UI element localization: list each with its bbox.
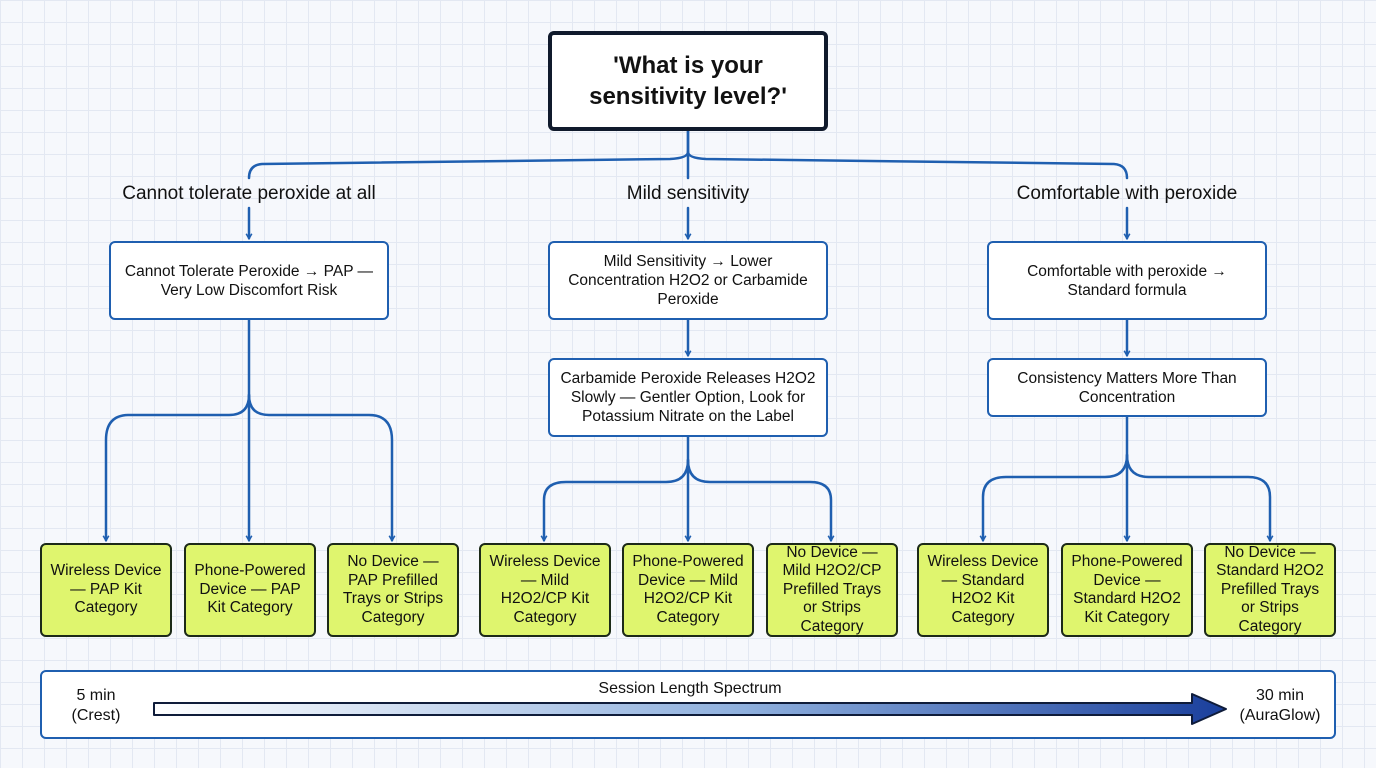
leaf-pap-phone: Phone-Powered Device — PAP Kit Category — [184, 543, 316, 637]
leaf-standard-wireless: Wireless Device — Standard H2O2 Kit Cate… — [917, 543, 1049, 637]
connector-root-branch-3 — [686, 150, 1129, 180]
step-node-text: Carbamide Peroxide Releases H2O2 Slowly … — [560, 370, 816, 425]
leaf-mild-no-device: No Device — Mild H2O2/CP Prefilled Trays… — [766, 543, 898, 637]
leaf-standard-phone: Phone-Powered Device — Standard H2O2 Kit… — [1061, 543, 1193, 637]
leaf-text: No Device — Mild H2O2/CP Prefilled Trays… — [782, 543, 882, 635]
connector-b2-fan-right — [686, 458, 831, 540]
leaf-standard-no-device: No Device — Standard H2O2 Prefilled Tray… — [1204, 543, 1336, 637]
leaf-text: No Device — Standard H2O2 Prefilled Tray… — [1216, 543, 1324, 635]
connector-b3-fan-left — [983, 453, 1129, 540]
spectrum-arrow — [153, 693, 1227, 725]
step-node-carbamide-info: Carbamide Peroxide Releases H2O2 Slowly … — [548, 358, 828, 437]
step-node-text: Consistency Matters More Than Concentrat… — [1017, 369, 1237, 406]
connector-b1-fan-left — [106, 393, 251, 540]
leaf-text: Phone-Powered Device — PAP Kit Category — [194, 562, 306, 617]
connector-b2-fan-left — [544, 458, 690, 540]
leaf-mild-wireless: Wireless Device — Mild H2O2/CP Kit Categ… — [479, 543, 611, 637]
leaf-text: Phone-Powered Device — Standard H2O2 Kit… — [1071, 553, 1183, 626]
branch-label-mild: Mild sensitivity — [626, 183, 750, 204]
connector-b1-fan-right — [247, 393, 392, 540]
step-node-text: Cannot Tolerate Peroxide → PAP — Very Lo… — [124, 262, 374, 299]
step-node-text: Comfortable with peroxide → Standard for… — [1027, 262, 1227, 299]
spectrum-end-value: 30 min — [1255, 687, 1305, 704]
leaf-text: No Device — PAP Prefilled Trays or Strip… — [342, 553, 444, 626]
branch-label-no-peroxide: Cannot tolerate peroxide at all — [122, 183, 376, 204]
spectrum-title: Session Length Spectrum — [598, 680, 782, 697]
step-node-standard-formula: Comfortable with peroxide → Standard for… — [987, 241, 1267, 320]
leaf-mild-phone: Phone-Powered Device — Mild H2O2/CP Kit … — [622, 543, 754, 637]
step-node-pap: Cannot Tolerate Peroxide → PAP — Very Lo… — [109, 241, 389, 320]
root-question-box: 'What is your sensitivity level?' — [548, 31, 828, 131]
step-node-consistency: Consistency Matters More Than Concentrat… — [987, 358, 1267, 417]
spectrum-start-value: 5 min — [76, 687, 116, 704]
spectrum-start-label: (Crest) — [71, 707, 121, 724]
spectrum-start: 5 min (Crest) — [54, 686, 138, 726]
session-length-spectrum: Session Length Spectrum 5 min (Crest) 30… — [40, 670, 1336, 739]
spectrum-end: 30 min (AuraGlow) — [1230, 686, 1330, 726]
connector-b3-fan-right — [1125, 453, 1270, 540]
connector-root-branch-1 — [247, 129, 690, 180]
leaf-pap-no-device: No Device — PAP Prefilled Trays or Strip… — [327, 543, 459, 637]
step-node-text: Mild Sensitivity → Lower Concentration H… — [568, 253, 808, 308]
leaf-text: Wireless Device — PAP Kit Category — [50, 562, 162, 617]
step-node-mild-concentration: Mild Sensitivity → Lower Concentration H… — [548, 241, 828, 320]
leaf-pap-wireless: Wireless Device — PAP Kit Category — [40, 543, 172, 637]
root-question-text: 'What is your sensitivity level?' — [589, 52, 787, 110]
spectrum-end-label: (AuraGlow) — [1239, 707, 1321, 724]
leaf-text: Wireless Device — Standard H2O2 Kit Cate… — [927, 553, 1039, 626]
branch-label-comfortable: Comfortable with peroxide — [1016, 183, 1238, 204]
leaf-text: Phone-Powered Device — Mild H2O2/CP Kit … — [632, 553, 744, 626]
leaf-text: Wireless Device — Mild H2O2/CP Kit Categ… — [489, 553, 601, 626]
